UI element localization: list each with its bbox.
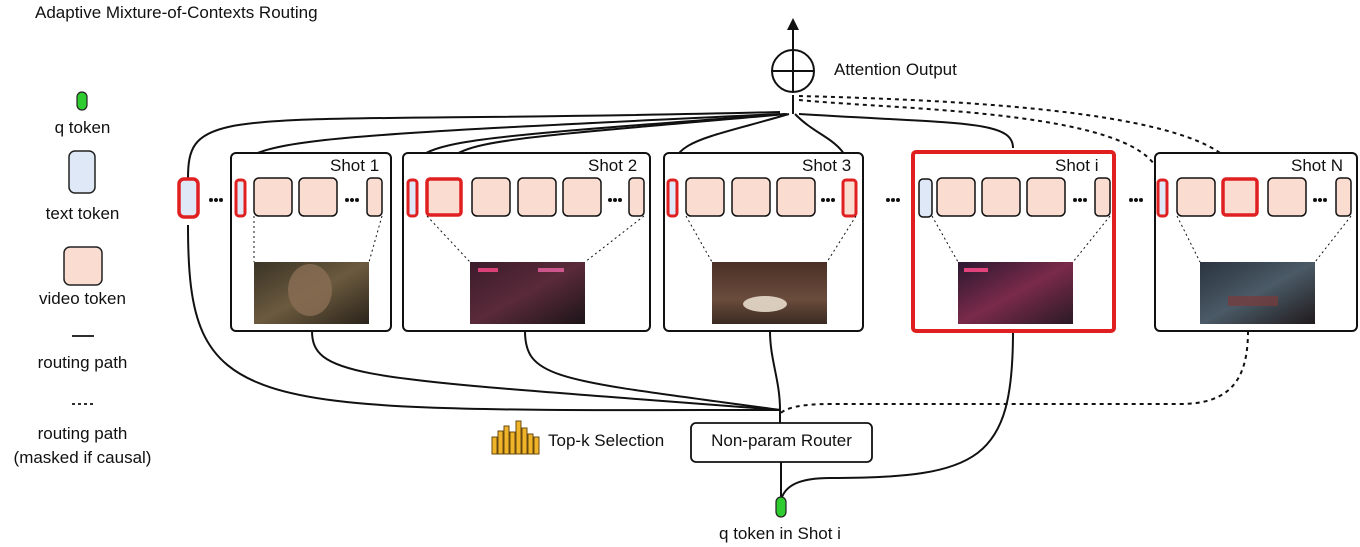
- text-token: [666, 178, 679, 218]
- video-token: [981, 177, 1021, 217]
- masked-routing-paths: [779, 95, 1249, 415]
- legend-q-token-label: q token: [54, 118, 111, 137]
- shot-i-block: [911, 150, 1116, 333]
- shot-2-label: Shot 2: [588, 156, 638, 175]
- output-arrow-head: [787, 18, 799, 30]
- shot-n-block: [1154, 152, 1358, 332]
- shot-2-block: [402, 152, 651, 332]
- routing-path-shot-i-top: [798, 113, 1014, 149]
- video-token: [776, 177, 816, 217]
- shot-n-thumbnail: [1200, 262, 1315, 324]
- shot-3-thumbnail: [712, 262, 827, 324]
- video-token: [253, 177, 293, 217]
- video-token: [366, 177, 383, 217]
- attention-output-label: Attention Output: [834, 60, 957, 79]
- ellipsis: [1313, 198, 1327, 202]
- router-label: Non-param Router: [711, 431, 852, 450]
- text-token-legend-icon: [68, 150, 96, 194]
- q-token-in-shot-i-label: q token in Shot i: [719, 524, 841, 543]
- ellipsis-between-shots: [886, 198, 900, 202]
- legend-video-token-label: video token: [39, 289, 126, 308]
- video-token: [1026, 177, 1066, 217]
- text-token: [234, 178, 247, 218]
- video-token: [685, 177, 725, 217]
- routing-path-outer: [187, 111, 781, 179]
- text-token: [1156, 178, 1169, 218]
- top-k-selection-label: Top-k Selection: [548, 431, 665, 450]
- leading-text-token: [177, 177, 200, 219]
- video-token: [1335, 177, 1352, 217]
- legend-routing-path-label: routing path: [37, 353, 128, 372]
- ellipsis-leading: [209, 198, 223, 202]
- top-k-histogram-icon: [491, 420, 540, 455]
- diagram-title: Adaptive Mixture-of-Contexts Routing: [35, 3, 318, 22]
- video-token: [628, 177, 645, 217]
- video-token: [936, 177, 976, 217]
- ellipsis: [821, 198, 835, 202]
- ellipsis-between-shots: [1129, 198, 1143, 202]
- routing-path-shot-i-bottom: [780, 330, 1014, 501]
- shot-i-thumbnail: [958, 262, 1073, 324]
- shot-3-label: Shot 3: [802, 156, 852, 175]
- routing-path-outer-bottom: [187, 224, 781, 412]
- ellipsis: [608, 198, 622, 202]
- shot-2-thumbnail: [470, 262, 585, 324]
- q-token-bottom: [775, 496, 787, 518]
- routing-path-shot1-bottom: [311, 330, 781, 411]
- ellipsis: [345, 198, 359, 202]
- sum-operator-icon: [771, 49, 815, 93]
- video-token: [562, 177, 602, 217]
- shot-n-label: Shot N: [1291, 156, 1343, 175]
- shot-3-block: [663, 152, 864, 332]
- masked-path-shot-n-token: [798, 95, 1239, 179]
- video-token: [1267, 177, 1307, 217]
- routing-path-shot2-bottom: [524, 330, 781, 411]
- legend-text-token-label: text token: [45, 204, 120, 223]
- ellipsis: [1073, 198, 1087, 202]
- q-token-legend-icon: [76, 91, 88, 111]
- shot-1-block: [230, 152, 392, 332]
- video-token: [1094, 177, 1111, 217]
- video-token: [1176, 177, 1216, 217]
- video-token-selected: [425, 177, 463, 217]
- video-token-selected: [841, 178, 858, 218]
- router-box: [690, 422, 873, 463]
- text-token: [918, 178, 933, 218]
- video-token: [298, 177, 338, 217]
- video-token-legend-icon: [63, 246, 103, 286]
- masked-path-shot-n-q: [798, 99, 1161, 179]
- legend-masked-path-label-2: (masked if causal): [13, 448, 152, 467]
- video-token: [471, 177, 511, 217]
- masked-path-shot-n-bottom: [779, 330, 1249, 415]
- text-token: [406, 178, 419, 218]
- routing-path-shot3-bottom: [769, 330, 781, 411]
- video-token: [517, 177, 557, 217]
- video-token: [731, 177, 771, 217]
- shot-1-label: Shot 1: [330, 156, 380, 175]
- video-token-selected: [1221, 177, 1259, 217]
- shot-i-label: Shot i: [1055, 156, 1099, 175]
- legend-masked-path-label-1: routing path: [37, 424, 128, 443]
